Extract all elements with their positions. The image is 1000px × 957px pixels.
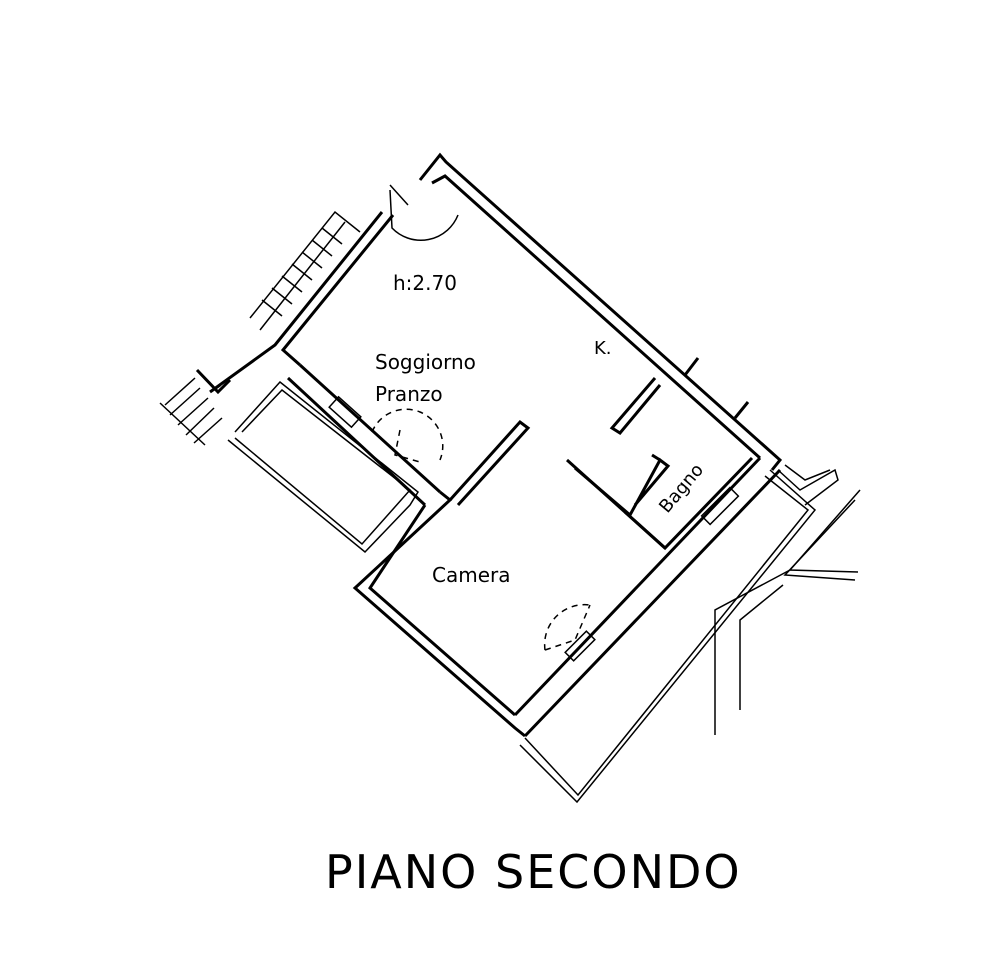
interior-walls [448, 357, 754, 551]
room-label-camera: Camera [432, 563, 511, 587]
doors [371, 184, 591, 651]
balconies [227, 380, 817, 804]
adjacent-structure [714, 464, 861, 735]
room-label-pranzo: Pranzo [375, 382, 443, 406]
ceiling-height-label: h:2.70 [393, 271, 457, 295]
stairs [159, 210, 361, 446]
floor-title: PIANO SECONDO [325, 845, 742, 899]
room-label-soggiorno: Soggiorno [375, 350, 476, 374]
room-label-kitchen: K. [594, 338, 612, 359]
outer-walls [195, 152, 783, 738]
